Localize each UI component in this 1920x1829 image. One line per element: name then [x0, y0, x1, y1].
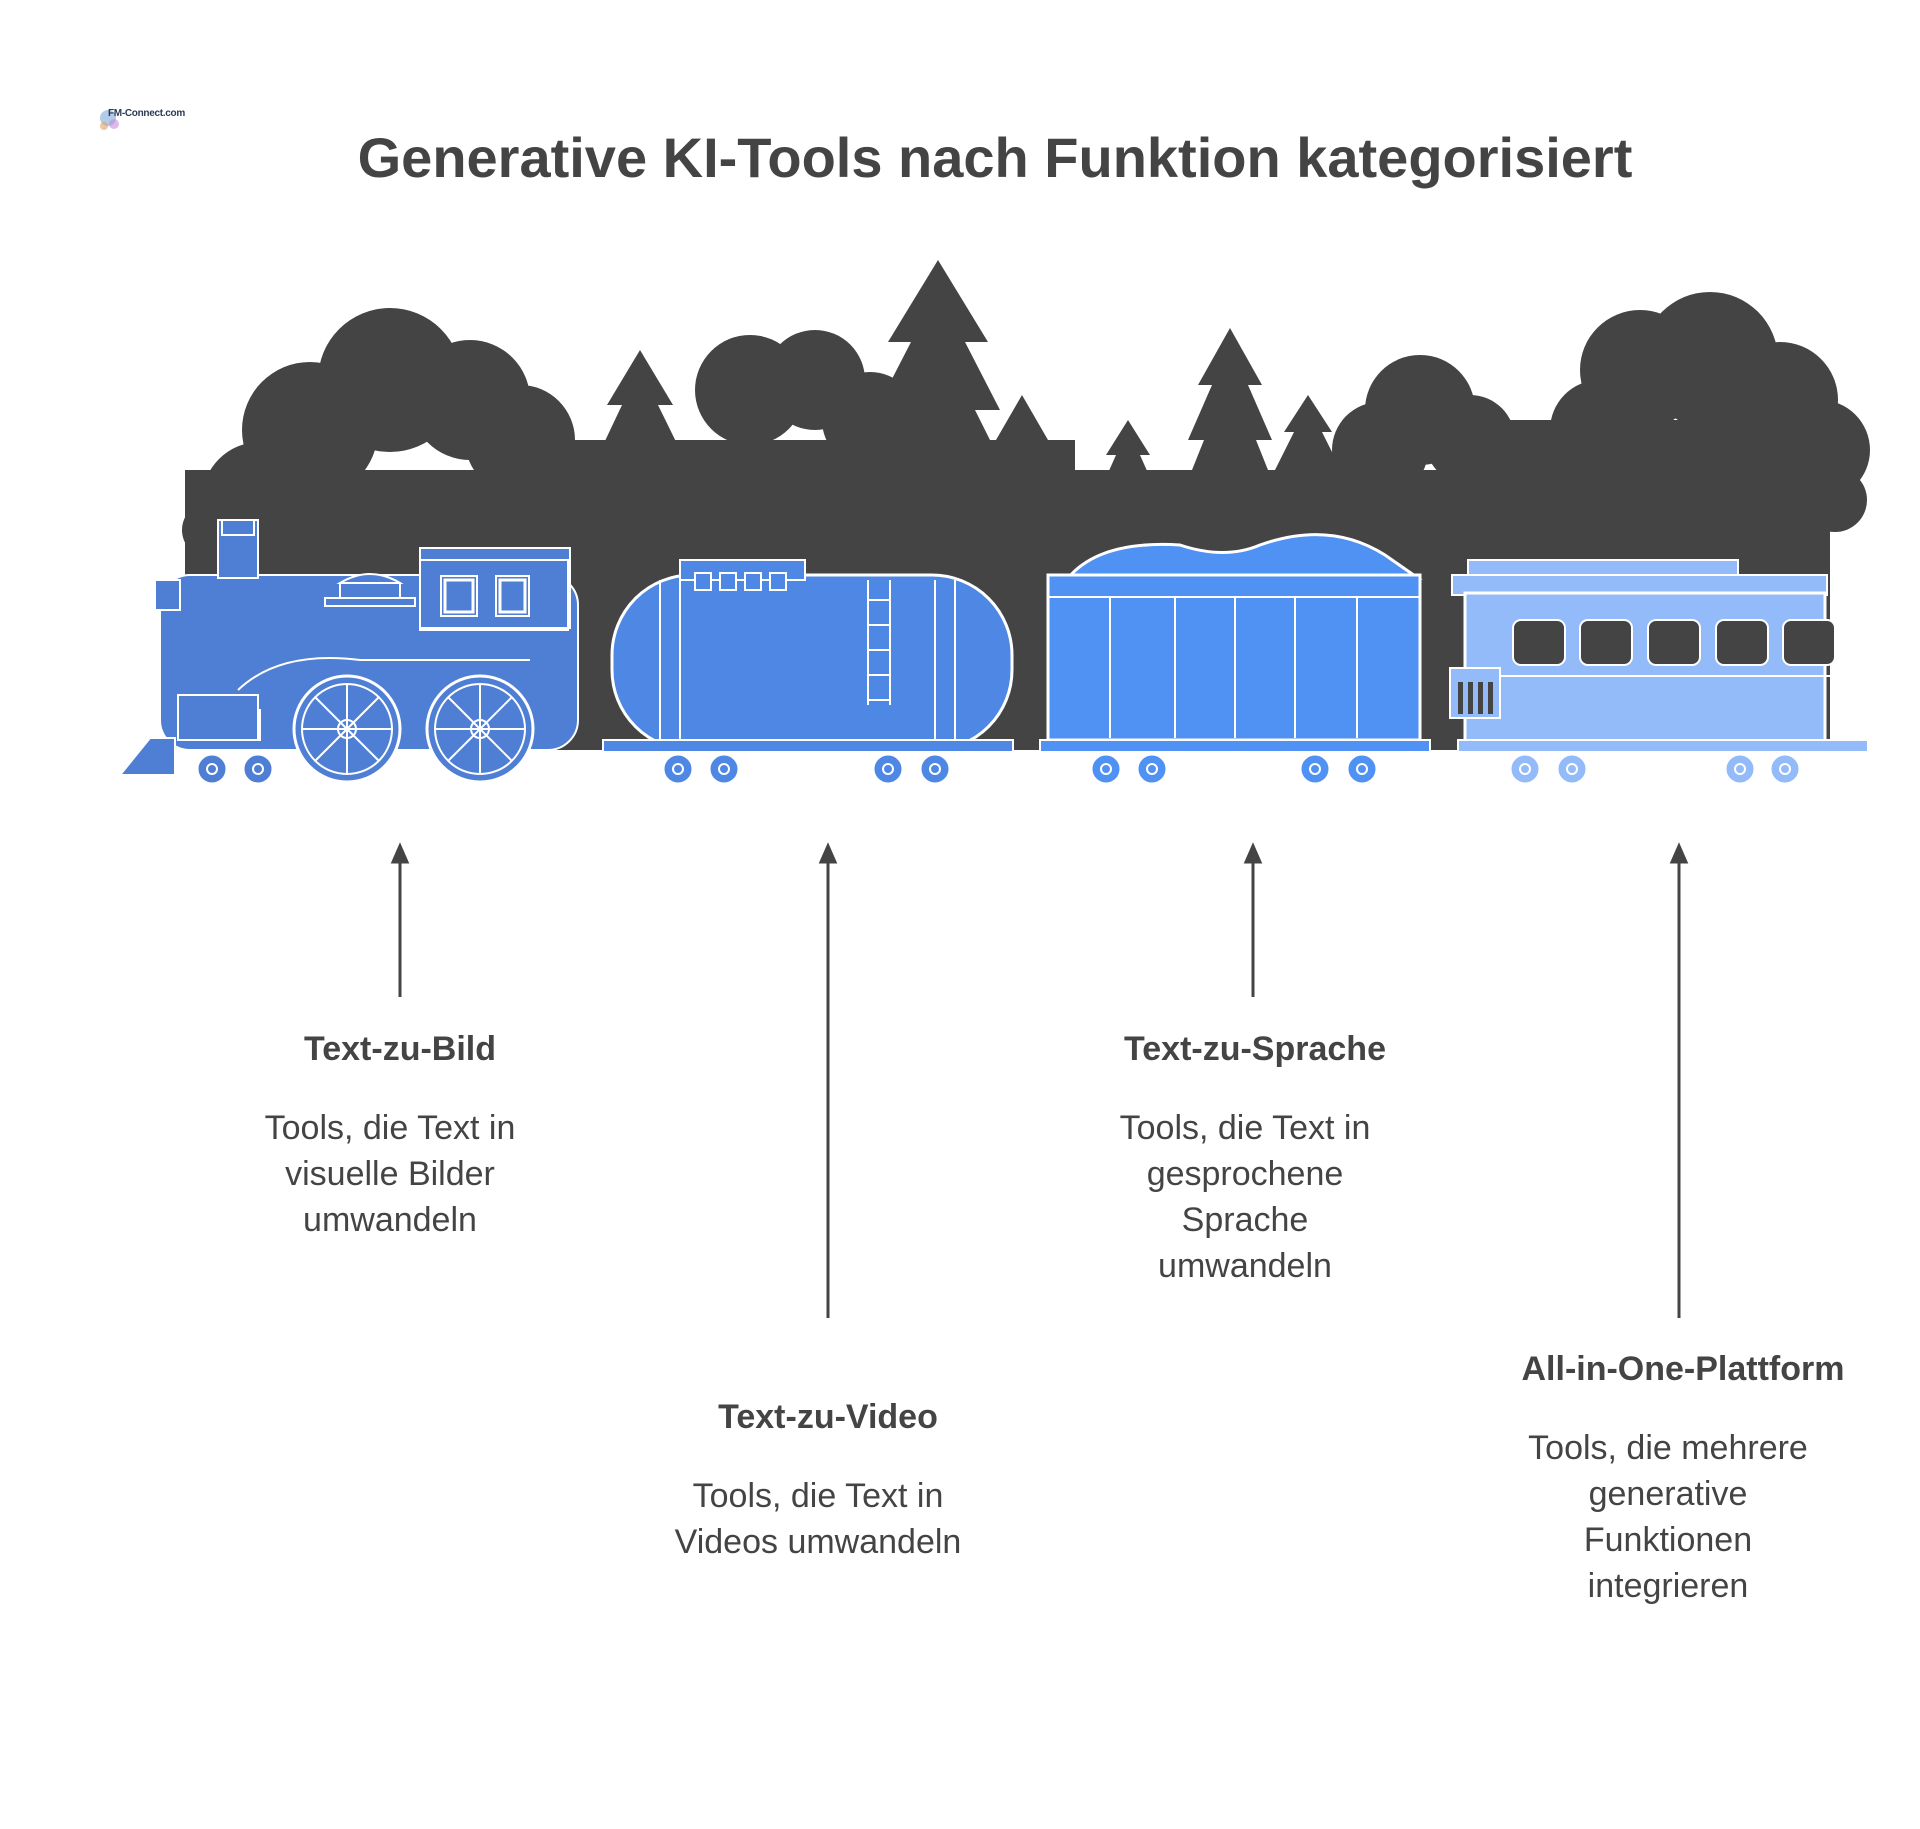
category-label-all-in-one-plattform: All-in-One-Plattform: [1521, 1350, 1845, 1388]
page-title: Generative KI-Tools nach Funktion katego…: [357, 126, 1633, 189]
category-description-text-zu-sprache: Tools, die Text in gesprochene Sprache u…: [1119, 1109, 1371, 1285]
brand-logo: FM-Connect.com: [98, 100, 185, 136]
arrow-text-zu-video: [818, 842, 838, 1318]
passenger-car: [1449, 559, 1869, 786]
tank-car: [602, 559, 1014, 786]
logo-splash-icon: [100, 110, 119, 130]
category-description-all-in-one-plattform: Tools, die mehrere generative Funktionen…: [1528, 1429, 1808, 1605]
category-label-text-zu-video: Text-zu-Video: [718, 1398, 938, 1436]
hopper-car: [1039, 533, 1431, 786]
arrows: [390, 842, 1689, 1318]
locomotive-drive-wheel-1: [292, 674, 402, 784]
arrow-text-zu-bild: [390, 842, 410, 997]
logo-text: FM-Connect.com: [108, 108, 185, 119]
category-label-text-zu-sprache: Text-zu-Sprache: [1124, 1030, 1386, 1068]
locomotive-drive-wheel-2: [425, 674, 535, 784]
locomotive: [117, 519, 579, 786]
arrow-text-zu-sprache: [1243, 842, 1263, 997]
category-description-text-zu-video: Tools, die Text in Videos umwandeln: [674, 1477, 962, 1561]
category-description-text-zu-bild: Tools, die Text in visuelle Bilder umwan…: [264, 1109, 516, 1239]
arrow-all-in-one: [1669, 842, 1689, 1318]
category-label-text-zu-bild: Text-zu-Bild: [303, 1030, 496, 1068]
